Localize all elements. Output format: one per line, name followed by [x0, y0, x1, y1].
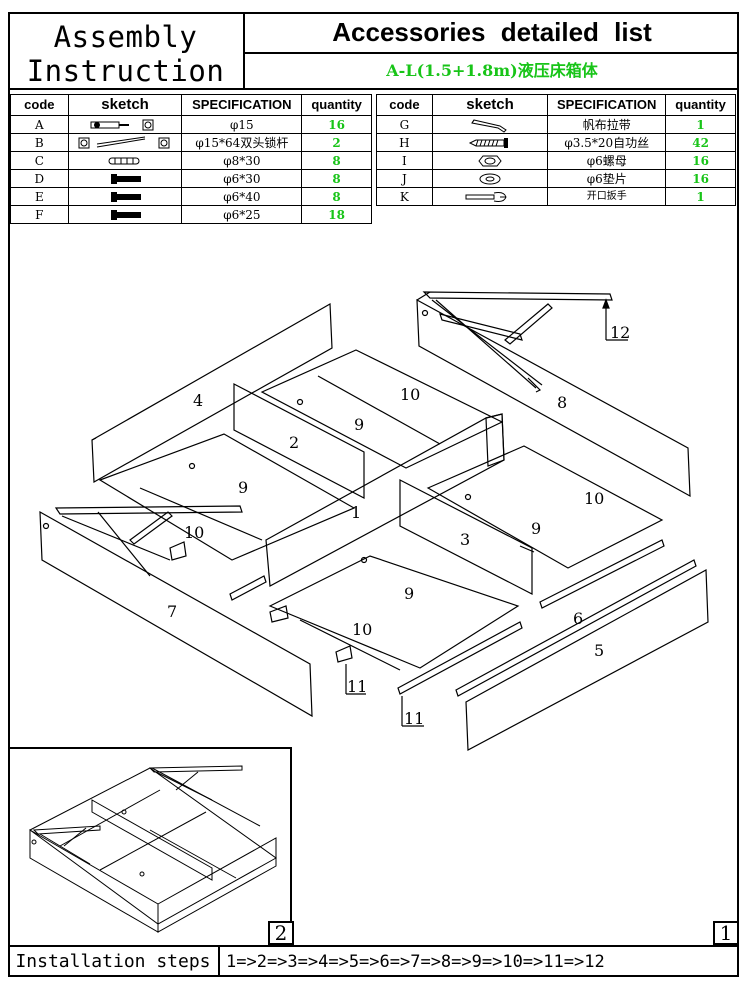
label-part-10-left: 10 [184, 523, 204, 542]
bolt-icon [67, 205, 183, 224]
title-line-2: Instruction [26, 54, 225, 88]
label-part-10-right: 10 [584, 489, 604, 508]
label-part-11b: 11 [404, 709, 424, 728]
label-part-10-bottom: 10 [352, 620, 372, 639]
rail-6 [455, 539, 697, 697]
label-part-12: 12 [610, 323, 630, 342]
col-quantity: quantity [301, 94, 372, 116]
label-part-4: 4 [193, 391, 203, 410]
divider-2 [233, 383, 365, 499]
spec-cell: φ6*25 [181, 205, 303, 224]
label-part-9-left: 9 [238, 478, 248, 497]
table-row: C φ8*30 8 [10, 151, 372, 170]
panel-8 [416, 291, 691, 498]
panel-7 [39, 505, 313, 718]
installation-steps-sequence: 1=>2=>3=>4=>5=>6=>7=>8=>9=>10=>11=>12 [226, 952, 605, 972]
title-line-1: Assembly [53, 20, 198, 54]
panel-4 [91, 302, 333, 483]
spec-cell: φ15*64双头锁杆 [181, 133, 303, 152]
open-wrench-icon [431, 187, 549, 206]
col-specification: SPECIFICATION [181, 94, 303, 116]
accessories-header: Accessories detailed list A-L(1.5+1.8m)液… [245, 12, 739, 90]
qty-cell: 18 [301, 205, 372, 224]
col-sketch: sketch [431, 94, 549, 116]
installation-steps-bar: Installation steps 1=>2=>3=>4=>5=>6=>7=>… [8, 945, 739, 977]
label-part-9-right: 9 [531, 519, 541, 538]
spec-cell: φ8*30 [181, 151, 303, 170]
accessories-table-right: code sketch SPECIFICATION quantity G 帆布拉… [376, 94, 736, 206]
table-row: B φ15*64双头锁杆 2 [10, 133, 372, 152]
table-row: F φ6*25 18 [10, 205, 372, 224]
qty-cell: 42 [665, 133, 736, 152]
leader-12-arrow [602, 298, 610, 309]
label-part-3: 3 [460, 530, 470, 549]
page-number-inset: 2 [268, 921, 294, 945]
divider-1 [265, 413, 505, 587]
divider-3 [399, 479, 535, 595]
label-part-5: 5 [594, 641, 604, 660]
rail-11 [169, 541, 523, 695]
table-row: I φ6螺母 16 [376, 151, 736, 170]
assembled-view-inset [8, 747, 292, 945]
spec-cell: 开口扳手 [547, 187, 667, 206]
board-10-right [426, 445, 664, 569]
label-part-1: 1 [351, 503, 361, 522]
label-part-10-top: 10 [400, 385, 420, 404]
self-tapping-screw-icon [431, 133, 549, 152]
table-row: K 开口扳手 1 [376, 187, 736, 206]
bolt-icon [67, 169, 183, 188]
board-9-bottom [268, 555, 520, 671]
installation-steps-label: Installation steps [8, 947, 220, 977]
label-part-8: 8 [557, 393, 567, 412]
label-part-9-bottom: 9 [404, 584, 414, 603]
page-frame [8, 12, 739, 977]
model-subtitle: A-L(1.5+1.8m)液压床箱体 [386, 61, 598, 80]
code-cell: F [10, 205, 69, 224]
qty-cell: 1 [665, 187, 736, 206]
table-row: D φ6*30 8 [10, 169, 372, 188]
label-part-11a: 11 [347, 677, 367, 696]
page-number-main: 1 [713, 921, 739, 945]
label-part-6: 6 [573, 609, 583, 628]
label-part-7: 7 [167, 602, 177, 621]
col-code: code [376, 94, 433, 116]
label-part-9-top: 9 [354, 415, 364, 434]
accessories-title: Accessories detailed list [245, 12, 739, 54]
panel-5 [465, 569, 709, 751]
code-cell: K [376, 187, 433, 206]
label-part-2: 2 [289, 433, 299, 452]
board-9-left [98, 433, 356, 561]
assembly-instruction-title: Assembly Instruction [8, 12, 245, 90]
accessories-table-left: code sketch SPECIFICATION quantity A φ15… [10, 94, 372, 224]
col-quantity: quantity [665, 94, 736, 116]
col-sketch: sketch [67, 94, 183, 116]
